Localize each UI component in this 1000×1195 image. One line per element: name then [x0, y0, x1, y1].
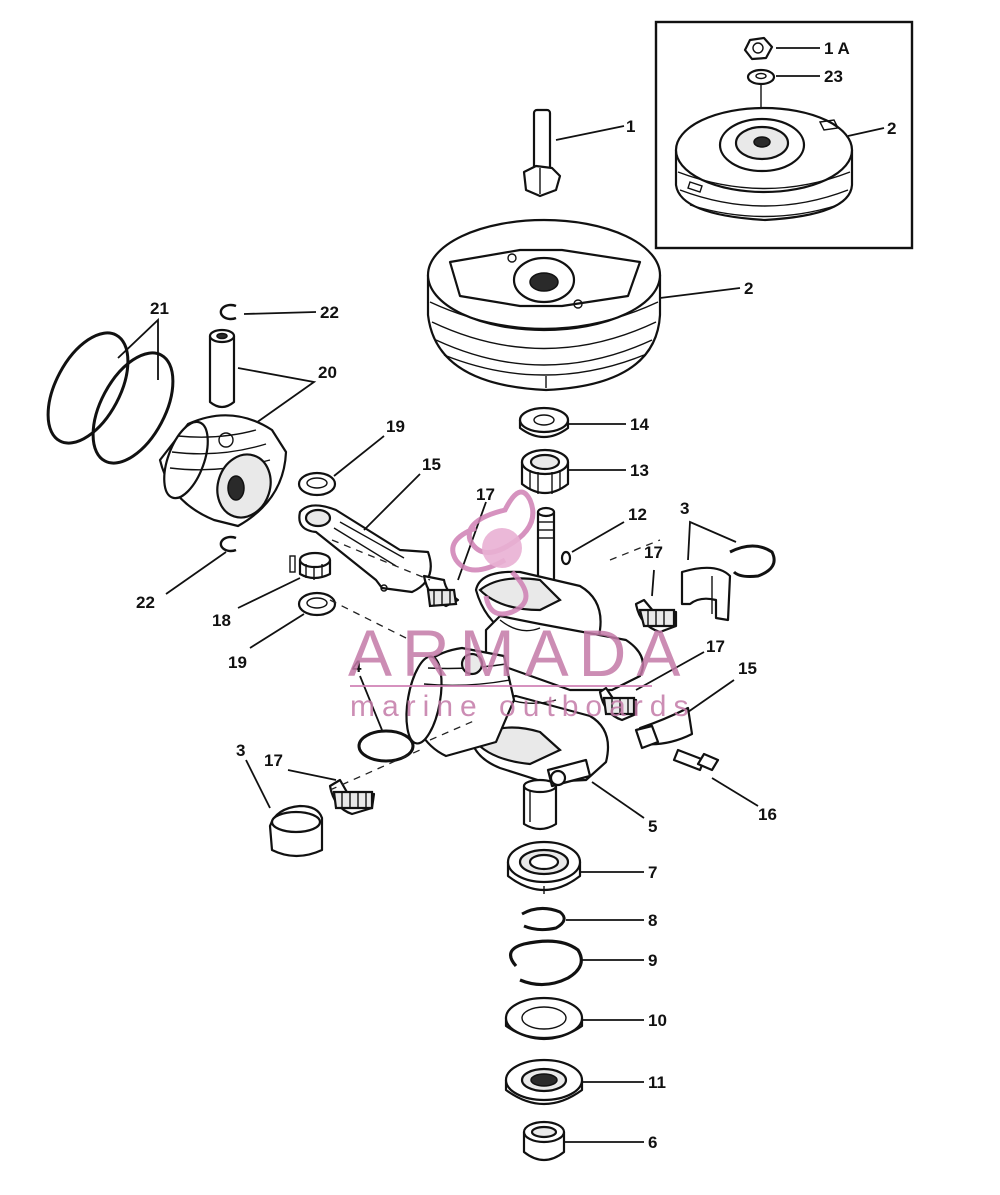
- retaining-ring-icon: [729, 544, 776, 578]
- ball-bearing-icon: [506, 840, 582, 894]
- key-icon: [560, 550, 572, 566]
- callout-10: 10: [648, 1011, 667, 1030]
- callout-18: 18: [212, 611, 231, 630]
- bearing-cap-icon: [680, 566, 732, 622]
- callout-22-top: 22: [320, 303, 339, 322]
- callout-19-top: 19: [386, 417, 405, 436]
- oil-seal-icon: [504, 1058, 584, 1106]
- bolt-icon: [672, 748, 720, 772]
- watermark-tagline: marine outboards: [350, 690, 695, 723]
- callout-17-right: 17: [644, 543, 663, 562]
- assembly-axis-lines: [329, 539, 661, 791]
- bushing-icon: [522, 1120, 566, 1162]
- bearing-cap-icon: [268, 804, 324, 858]
- retaining-ring-icon: [521, 907, 566, 932]
- callout-3-right: 3: [680, 499, 689, 518]
- bolt-icon: [522, 108, 562, 198]
- callout-15-top: 15: [422, 455, 441, 474]
- callout-14: 14: [630, 415, 649, 434]
- flywheel-icon: [674, 106, 854, 222]
- retaining-ring-icon: [219, 303, 237, 321]
- wrist-pin-icon: [208, 328, 236, 409]
- callout-20: 20: [318, 363, 337, 382]
- callout-7: 7: [648, 863, 657, 882]
- callout-11: 11: [648, 1073, 666, 1092]
- washer-icon: [297, 471, 337, 497]
- callout-9: 9: [648, 951, 657, 970]
- connecting-rod-icon: [634, 706, 694, 750]
- callout-1a: 1 A: [824, 39, 850, 58]
- watermark-brand: ARMADA: [348, 616, 690, 690]
- needle-bearing-icon: [289, 551, 332, 580]
- washer-icon: [504, 996, 584, 1041]
- washer-icon: [518, 406, 570, 439]
- needle-bearing-icon: [422, 574, 460, 608]
- callout-16: 16: [758, 805, 777, 824]
- callout-19-bottom: 19: [228, 653, 247, 672]
- callout-17-lower-right: 17: [706, 637, 725, 656]
- watermark: ARMADA marine outboards: [348, 489, 695, 723]
- callout-6: 6: [648, 1133, 657, 1152]
- needle-bearing-icon: [634, 598, 678, 634]
- callout-2-inset: 2: [887, 119, 896, 138]
- needle-bearing-icon: [520, 448, 570, 495]
- nut-icon: [743, 36, 774, 61]
- callout-22-bottom: 22: [136, 593, 155, 612]
- retaining-ring-icon: [508, 939, 583, 987]
- piston-ring-icon: [46, 331, 175, 465]
- callout-17-left: 17: [264, 751, 283, 770]
- needle-bearing-icon: [598, 686, 638, 722]
- inset-box: 1 A 23 2: [654, 20, 914, 250]
- piston-icon: [158, 414, 288, 528]
- callout-4: 4: [352, 657, 362, 676]
- needle-bearing-icon: [328, 778, 376, 816]
- piston-icon: [405, 646, 516, 758]
- retaining-ring-icon: [219, 535, 237, 553]
- watermark-logo-icon: [450, 489, 536, 617]
- callout-17-center: 17: [476, 485, 495, 504]
- retaining-ring-icon: [357, 729, 415, 763]
- bolt-icon: [546, 758, 592, 788]
- callout-23: 23: [824, 67, 843, 86]
- callout-15-lower: 15: [738, 659, 757, 678]
- washer-icon: [746, 68, 776, 86]
- callout-8: 8: [648, 911, 657, 930]
- callout-5: 5: [648, 817, 657, 836]
- flywheel-icon: [426, 218, 662, 392]
- callout-12: 12: [628, 505, 647, 524]
- callout-13: 13: [630, 461, 649, 480]
- washer-icon: [297, 591, 337, 617]
- callout-1: 1: [626, 117, 635, 136]
- callout-2: 2: [744, 279, 753, 298]
- callout-21: 21: [150, 299, 169, 318]
- callout-3-left: 3: [236, 741, 245, 760]
- connecting-rod-icon: [298, 504, 432, 594]
